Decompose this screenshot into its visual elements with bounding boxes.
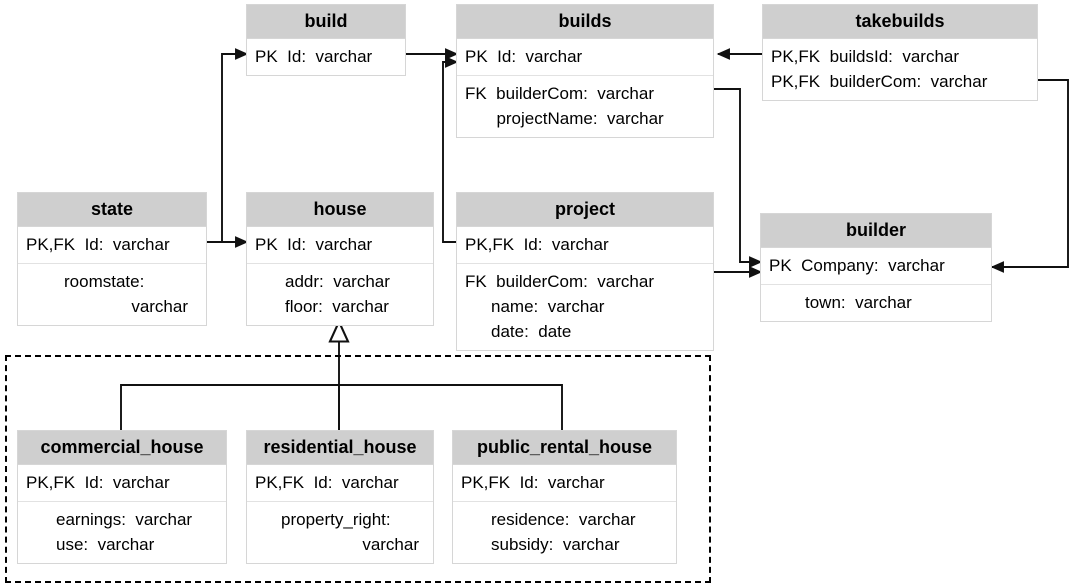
table-section: PK,FK Id: varchar bbox=[18, 227, 206, 263]
table-section: FK builderCom: varchar projectName: varc… bbox=[457, 75, 713, 137]
table-row: town: varchar bbox=[805, 293, 912, 312]
table-project[interactable]: project PK,FK Id: varchar FK builderCom:… bbox=[456, 192, 714, 351]
table-row: PK,FK Id: varchar bbox=[255, 473, 399, 492]
table-section: PK Id: varchar bbox=[247, 39, 405, 75]
table-section: PK,FK buildsId: varchar PK,FK builderCom… bbox=[763, 39, 1037, 100]
table-state[interactable]: state PK,FK Id: varchar roomstate: varch… bbox=[17, 192, 207, 326]
table-row: PK,FK Id: varchar bbox=[26, 473, 170, 492]
table-title: public_rental_house bbox=[453, 431, 676, 465]
table-commercial-house[interactable]: commercial_house PK,FK Id: varchar earni… bbox=[17, 430, 227, 564]
table-row: name: varchar bbox=[491, 297, 605, 316]
edge-house-to-build bbox=[221, 48, 249, 243]
table-row: date: date bbox=[491, 322, 572, 341]
table-title: commercial_house bbox=[18, 431, 226, 465]
table-row: FK builderCom: varchar bbox=[465, 84, 654, 103]
table-title: house bbox=[247, 193, 433, 227]
subtype-dashed-group bbox=[5, 355, 711, 583]
table-section: PK Id: varchar bbox=[457, 39, 713, 75]
table-section: PK,FK Id: varchar bbox=[247, 465, 433, 501]
edge-takebuilds-to-builder bbox=[990, 79, 1069, 273]
table-title: builds bbox=[457, 5, 713, 39]
table-row: PK Id: varchar bbox=[255, 235, 373, 254]
edge-builds-to-builder bbox=[713, 88, 763, 268]
table-title: builder bbox=[761, 214, 991, 248]
table-section: PK,FK Id: varchar bbox=[18, 465, 226, 501]
table-row: PK Id: varchar bbox=[255, 47, 373, 66]
table-row: earnings: varchar bbox=[56, 510, 193, 529]
table-row: property_right: bbox=[281, 510, 391, 529]
table-row: subsidy: varchar bbox=[491, 535, 620, 554]
edge-project-to-builds bbox=[442, 56, 459, 243]
table-row: roomstate: bbox=[64, 272, 145, 291]
table-row: PK,FK buildsId: varchar bbox=[771, 47, 960, 66]
table-public-rental-house[interactable]: public_rental_house PK,FK Id: varchar re… bbox=[452, 430, 677, 564]
table-section: earnings: varchar use: varchar bbox=[18, 501, 226, 563]
table-takebuilds[interactable]: takebuilds PK,FK buildsId: varchar PK,FK… bbox=[762, 4, 1038, 101]
table-section: residence: varchar subsidy: varchar bbox=[453, 501, 676, 563]
table-build[interactable]: build PK Id: varchar bbox=[246, 4, 406, 76]
table-section: PK Company: varchar bbox=[761, 248, 991, 284]
table-section: FK builderCom: varchar name: varchar dat… bbox=[457, 263, 713, 350]
table-residential-house[interactable]: residential_house PK,FK Id: varchar prop… bbox=[246, 430, 434, 564]
table-section: addr: varchar floor: varchar bbox=[247, 263, 433, 325]
table-title: project bbox=[457, 193, 713, 227]
table-section: property_right: varchar bbox=[247, 501, 433, 563]
table-row: PK,FK Id: varchar bbox=[26, 235, 170, 254]
table-builds[interactable]: builds PK Id: varchar FK builderCom: var… bbox=[456, 4, 714, 138]
table-title: takebuilds bbox=[763, 5, 1037, 39]
table-row: floor: varchar bbox=[285, 297, 389, 316]
table-title: residential_house bbox=[247, 431, 433, 465]
table-row: PK,FK Id: varchar bbox=[465, 235, 609, 254]
table-builder[interactable]: builder PK Company: varchar town: varcha… bbox=[760, 213, 992, 322]
table-title: build bbox=[247, 5, 405, 39]
table-section: PK,FK Id: varchar bbox=[457, 227, 713, 263]
table-house[interactable]: house PK Id: varchar addr: varchar floor… bbox=[246, 192, 434, 326]
table-row: residence: varchar bbox=[491, 510, 636, 529]
table-row: FK builderCom: varchar bbox=[465, 272, 654, 291]
table-row: PK,FK Id: varchar bbox=[461, 473, 605, 492]
table-section: town: varchar bbox=[761, 284, 991, 321]
table-section: PK Id: varchar bbox=[247, 227, 433, 263]
table-row: varchar bbox=[131, 297, 188, 316]
table-row: PK,FK builderCom: varchar bbox=[771, 72, 988, 91]
table-row: PK Id: varchar bbox=[465, 47, 583, 66]
table-title: state bbox=[18, 193, 206, 227]
table-row: varchar bbox=[362, 535, 419, 554]
table-row: use: varchar bbox=[56, 535, 155, 554]
table-section: roomstate: varchar bbox=[18, 263, 206, 325]
table-row: PK Company: varchar bbox=[769, 256, 945, 275]
table-row: addr: varchar bbox=[285, 272, 390, 291]
table-row: projectName: varchar bbox=[487, 109, 664, 128]
table-section: PK,FK Id: varchar bbox=[453, 465, 676, 501]
